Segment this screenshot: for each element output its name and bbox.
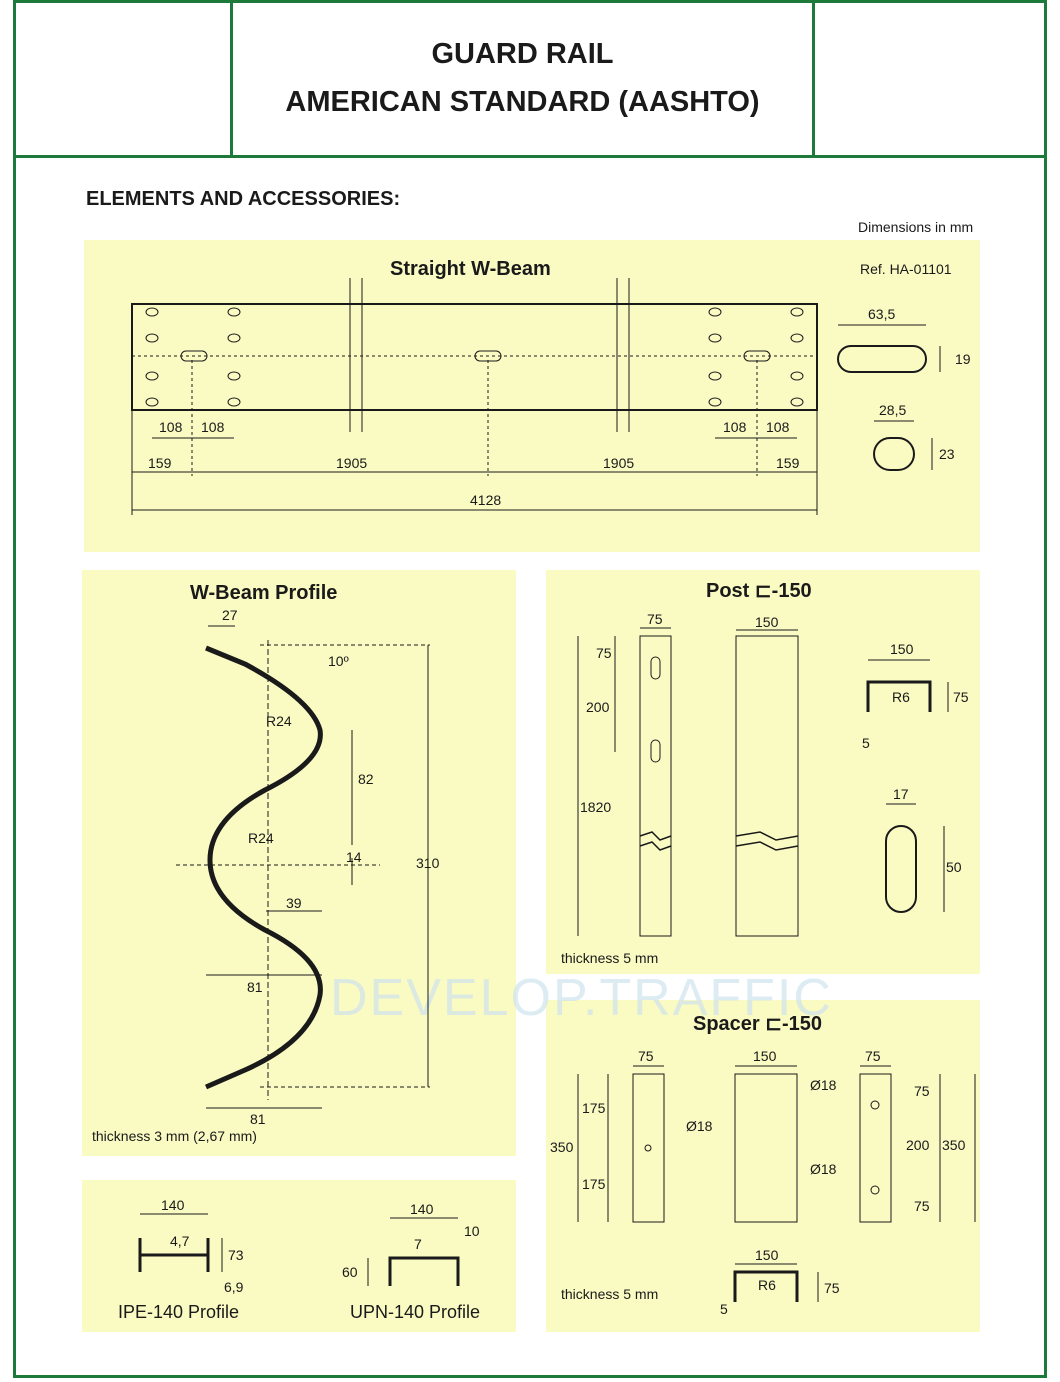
post-dim-200: 200: [586, 699, 610, 715]
dim-4128: 4128: [470, 492, 501, 508]
spacer-dim-phi18-c: Ø18: [810, 1161, 837, 1177]
header-divider-right: [812, 0, 815, 158]
spacer-dim-200: 200: [906, 1137, 930, 1153]
dim-1905-right: 1905: [603, 455, 634, 471]
spacer-dim-section-75: 75: [824, 1280, 840, 1296]
dim-82: 82: [358, 771, 374, 787]
dim-r24-bottom: R24: [248, 830, 274, 846]
watermark: DEVELOP.TRAFFIC: [330, 969, 833, 1027]
ipe-dim-6-9: 6,9: [224, 1279, 244, 1295]
spacer-panel: [546, 1000, 980, 1332]
post-drawing: 75 75 200 1820 150 150 75 R6 5 17 50: [577, 611, 969, 937]
dim-slot-length: 63,5: [868, 306, 895, 322]
post-dim-50: 50: [946, 859, 962, 875]
straight-beam-title: Straight W-Beam: [390, 258, 551, 280]
dim-39: 39: [286, 895, 302, 911]
title-line-1: GUARD RAIL: [431, 38, 614, 70]
spacer-dim-175-top: 175: [582, 1100, 606, 1116]
bolt-holes-right: [708, 307, 804, 407]
dim-159-right: 159: [776, 455, 800, 471]
spacer-dim-150: 150: [753, 1048, 777, 1064]
spacer-dim-75-b: 75: [865, 1048, 881, 1064]
ipe-label: IPE-140 Profile: [118, 1302, 240, 1322]
post-panel: [546, 570, 980, 974]
dim-14: 14: [346, 849, 362, 865]
post-dim-5: 5: [862, 735, 870, 751]
spacer-title: Spacer ⊏-150: [693, 1013, 823, 1035]
spacer-dim-section-150: 150: [755, 1247, 779, 1263]
title-line-2: AMERICAN STANDARD (AASHTO): [285, 86, 760, 118]
spacer-thickness: thickness 5 mm: [561, 1286, 659, 1302]
dim-slot-height: 19: [955, 351, 971, 367]
page-border: [13, 0, 1047, 1378]
dim-81-a: 81: [247, 979, 263, 995]
dim-27: 27: [222, 607, 238, 623]
dim-hole-width: 28,5: [879, 402, 906, 418]
post-dim-75: 75: [596, 645, 612, 661]
upn-dim-60: 60: [342, 1264, 358, 1280]
dim-108-d: 108: [766, 419, 790, 435]
post-dim-75-width: 75: [647, 611, 663, 627]
spacer-dim-75-c: 75: [914, 1083, 930, 1099]
units-note: Dimensions in mm: [858, 219, 974, 235]
post-thickness: thickness 5 mm: [561, 950, 659, 966]
ipe-dim-73: 73: [228, 1247, 244, 1263]
dim-310: 310: [416, 855, 440, 871]
dim-hole-height: 23: [939, 446, 955, 462]
spacer-dim-75-a: 75: [638, 1048, 654, 1064]
section-title: ELEMENTS AND ACCESSORIES:: [86, 188, 401, 210]
spacer-drawing: 75 175 350 175 Ø18 150 75 Ø18 Ø18 75 200…: [550, 1048, 976, 1317]
profiles-drawing: 140 4,7 73 6,9 140 7 10 60: [138, 1197, 480, 1295]
dim-1905-left: 1905: [336, 455, 367, 471]
post-dim-1820: 1820: [580, 799, 611, 815]
spacer-dim-175-bottom: 175: [582, 1176, 606, 1192]
spacer-dim-75-d: 75: [914, 1198, 930, 1214]
ipe-dim-140: 140: [161, 1197, 185, 1213]
post-dim-17: 17: [893, 786, 909, 802]
wbeam-profile-drawing: 27 10º R24 R24 82 14 310 39 81 81: [176, 607, 440, 1127]
dim-r24-top: R24: [266, 713, 292, 729]
straight-beam-ref: Ref. HA-01101: [860, 261, 952, 277]
post-dim-150: 150: [755, 614, 779, 630]
dim-159-left: 159: [148, 455, 172, 471]
wbeam-profile-panel: [82, 570, 516, 1156]
header-divider-left: [230, 0, 233, 158]
wbeam-thickness: thickness 3 mm (2,67 mm): [92, 1128, 257, 1144]
upn-label: UPN-140 Profile: [350, 1302, 481, 1322]
dim-angle: 10º: [328, 653, 349, 669]
spacer-dim-phi18-a: Ø18: [686, 1118, 713, 1134]
spacer-dim-350-left: 350: [550, 1139, 574, 1155]
dim-108-b: 108: [201, 419, 225, 435]
post-dim-section-75: 75: [953, 689, 969, 705]
dim-108-a: 108: [159, 419, 183, 435]
spacer-dim-r6: R6: [758, 1277, 776, 1293]
spacer-dim-350-right: 350: [942, 1137, 966, 1153]
post-dim-section-150: 150: [890, 641, 914, 657]
upn-dim-10: 10: [464, 1223, 480, 1239]
straight-beam-panel: [84, 240, 980, 552]
post-title: Post ⊏-150: [706, 580, 812, 602]
spacer-dim-phi18-b: Ø18: [810, 1077, 837, 1093]
dim-81-b: 81: [250, 1111, 266, 1127]
header-divider: [13, 155, 1047, 158]
upn-dim-7: 7: [414, 1236, 422, 1252]
ipe-dim-4-7: 4,7: [170, 1233, 190, 1249]
dim-108-c: 108: [723, 419, 747, 435]
spacer-dim-5: 5: [720, 1301, 728, 1317]
post-dim-r6: R6: [892, 689, 910, 705]
upn-dim-140: 140: [410, 1201, 434, 1217]
bolt-holes-left: [145, 307, 241, 407]
wbeam-profile-title: W-Beam Profile: [190, 582, 338, 604]
straight-beam-drawing: 108 108 108 108 159 1905 1905 159 4128 6…: [131, 278, 971, 515]
